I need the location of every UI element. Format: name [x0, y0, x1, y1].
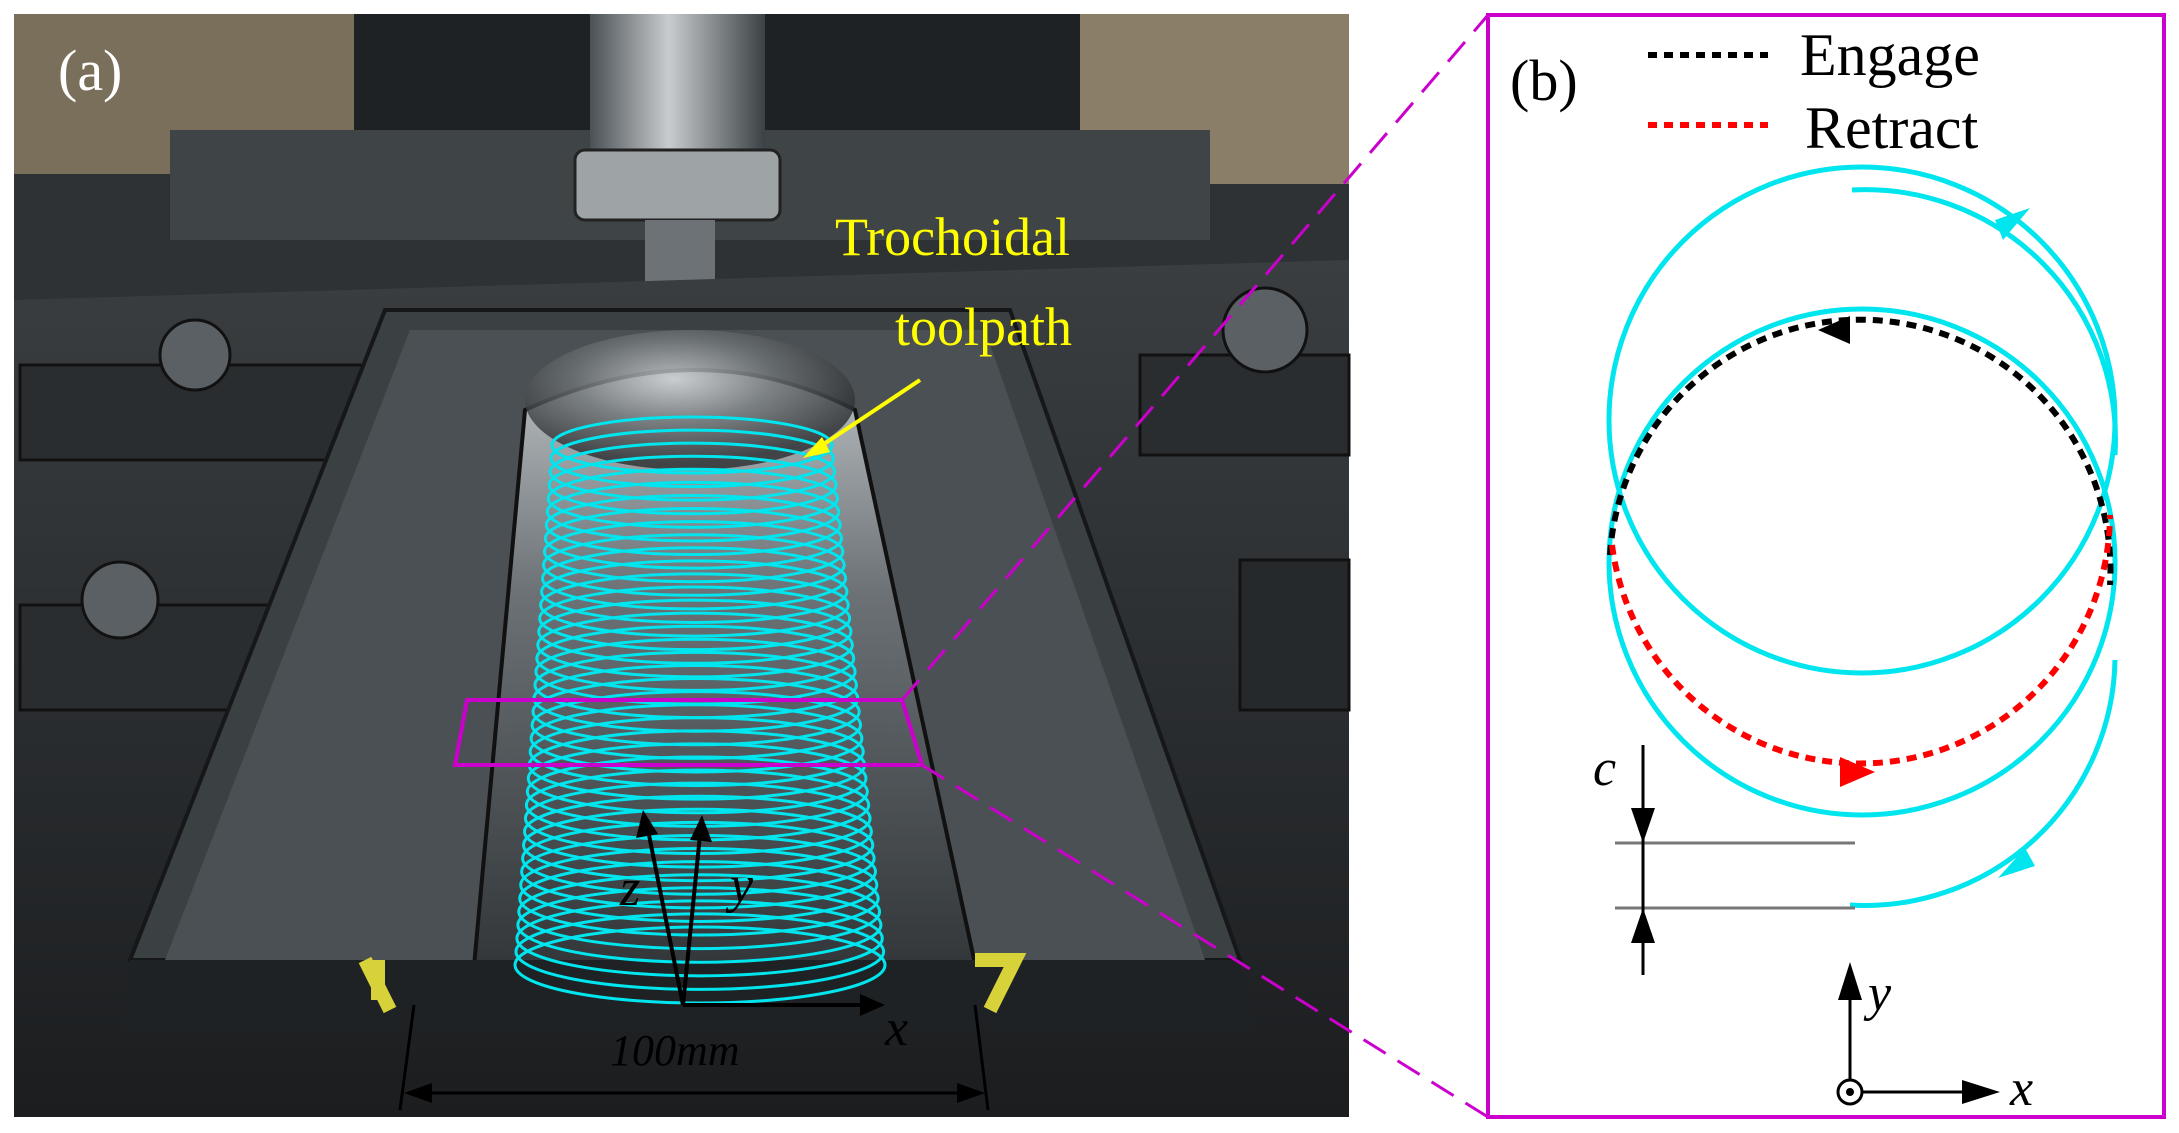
retract-path [1609, 514, 2113, 767]
legend-label-engage: Engage [1800, 22, 1980, 88]
left-bolt-lower [80, 560, 160, 640]
origin-dot [1846, 1088, 1854, 1096]
toolpath-loop [514, 912, 886, 991]
toolpath-loop [517, 873, 882, 951]
trochoid-detail [1606, 164, 2118, 908]
photo-panel: (a) [14, 14, 1351, 1117]
dimension-indicator: 100mm [398, 1004, 990, 1111]
engage-path [1607, 316, 2114, 586]
toolpath-loop [537, 598, 853, 665]
dimension-arrow-right [957, 1083, 985, 1103]
toolpath-loop [516, 886, 883, 964]
step-label: c [1593, 740, 1616, 797]
z-axis-label: z [619, 860, 640, 917]
x-axis-arrowhead [860, 994, 885, 1016]
collet-nut [573, 148, 782, 222]
entry-arc [1851, 187, 2118, 456]
step-arrow-down [1631, 808, 1655, 843]
right-clamp-upper [1138, 353, 1351, 457]
toolpath-annotation: Trochoidal toolpath [803, 207, 1072, 458]
photo-axes: z y x [619, 810, 908, 1057]
annotation-arrow [813, 378, 922, 452]
annotation-line-1: Trochoidal [835, 207, 1070, 267]
dimension-extension-right [973, 1004, 990, 1111]
toolpath-loop [521, 820, 876, 896]
toolpath-loop [550, 415, 834, 475]
panel-b-label: (b) [1510, 48, 1578, 113]
toolpath-loop [515, 899, 884, 978]
step-indicator: c [1593, 740, 1855, 975]
panel-b-frame [1486, 13, 2166, 1119]
y-axis-line [681, 834, 702, 1006]
toolpath-loop [546, 467, 839, 529]
step-arrow-up [1631, 908, 1655, 943]
panel-a-label: (a) [58, 38, 122, 103]
toolpath-loop [528, 716, 865, 788]
dimension-arrow-left [404, 1083, 432, 1103]
dimension-label: 100mm [610, 1026, 740, 1075]
toolpath-loop [549, 428, 835, 489]
toolpath-loop [522, 807, 875, 883]
engage-arrowhead [1818, 316, 1850, 344]
b-y-axis-arrowhead [1838, 962, 1862, 1000]
toolpath-loop [538, 585, 852, 652]
panel-b-axes: y x [1836, 962, 2033, 1117]
y-axis-arrowhead [690, 815, 712, 842]
left-bolt-upper [158, 318, 232, 392]
toolpath-loop [543, 507, 844, 570]
dimension-extension-left [398, 1004, 416, 1111]
annotation-line-2: toolpath [895, 297, 1072, 357]
y-axis-label: y [725, 857, 754, 914]
exit-arc-arrowhead [1998, 848, 2035, 878]
legend: Engage Retract [1648, 22, 1980, 161]
b-y-axis-label: y [1863, 965, 1892, 1022]
spindle [590, 14, 765, 154]
toolpath-loop [541, 533, 846, 597]
b-x-axis-label: x [2009, 1060, 2033, 1117]
exit-arc [1849, 659, 2118, 908]
trochoidal-toolpath [513, 415, 887, 1005]
toolpath-loop [544, 493, 842, 557]
yellow-mark-left [358, 956, 397, 1014]
lower-cutting-circle [1606, 306, 2118, 818]
toolpath-loop [548, 441, 837, 502]
toolpath-loop [529, 703, 864, 774]
x-axis-label: x [884, 1000, 908, 1057]
entry-arc-arrowhead [1995, 208, 2030, 240]
toolpath-loop [536, 611, 854, 679]
toolpath-loop [542, 520, 845, 584]
zoom-connector-top [900, 14, 1490, 701]
toolpath-loop [541, 546, 848, 611]
toolpath-loop [526, 742, 868, 815]
z-axis-arrowhead [636, 810, 658, 838]
toolpath-loop [545, 480, 841, 543]
pocket-wall [525, 330, 855, 470]
yellow-mark-right [975, 953, 1027, 1014]
right-clamp-lower [1238, 558, 1351, 712]
annotation-arrowhead [803, 437, 830, 458]
b-x-axis-arrowhead [1962, 1080, 2000, 1104]
z-axis-line [646, 829, 685, 1006]
retract-arrowhead [1840, 757, 1875, 787]
toolpath-loop [547, 454, 838, 516]
toolpath-loop [540, 559, 849, 624]
workpiece-front [120, 960, 1260, 1030]
right-bolt [1221, 286, 1309, 374]
toolpath-loop [539, 572, 850, 638]
legend-label-retract: Retract [1805, 95, 1979, 161]
zoom-connector-bottom [921, 763, 1489, 1119]
